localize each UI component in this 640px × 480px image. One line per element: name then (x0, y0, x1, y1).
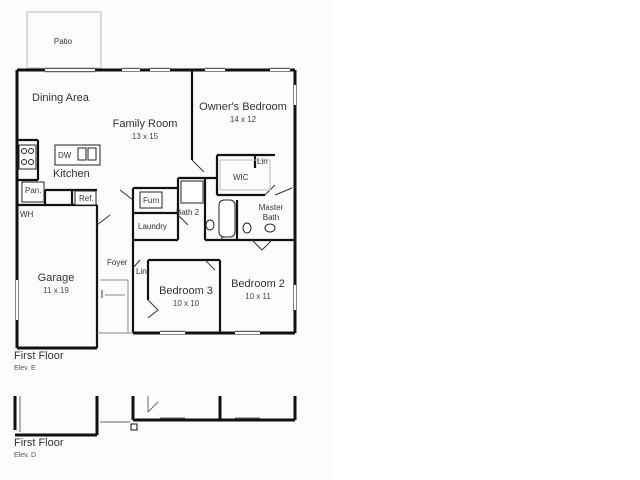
elevation-d-details (19, 396, 260, 432)
label-linen-hall: Lin (136, 267, 147, 276)
label-walk-in-closet: WIC (233, 173, 249, 182)
label-laundry: Laundry (138, 222, 167, 231)
closet-shelf (219, 159, 271, 191)
label-family-room: Family Room (112, 118, 178, 130)
label-refrigerator: Ref. (79, 194, 94, 203)
label-dining-area: Dining Area (32, 92, 89, 104)
dims-bedroom-2: 10 x 11 (245, 292, 271, 301)
window-sills (45, 67, 290, 332)
label-foyer: Foyer (107, 258, 128, 267)
label-bedroom-2: Bedroom 2 (231, 278, 285, 290)
label-linen-owner: Lin (257, 157, 268, 166)
label-master-bath: Master Bath (258, 203, 284, 222)
sink-master (264, 223, 276, 233)
label-bedroom-3: Bedroom 3 (159, 285, 213, 297)
toilet-bath2 (205, 219, 215, 231)
label-water-heater: WH (20, 210, 34, 219)
label-patio: Patio (53, 37, 73, 46)
entry-steps (97, 279, 133, 334)
toilet-master (242, 222, 252, 234)
tub-master (218, 199, 236, 238)
label-dishwasher: DW (58, 151, 72, 160)
label-furnace: Furn (143, 196, 160, 205)
dims-bedroom-3: 10 x 10 (172, 299, 200, 308)
range (18, 144, 37, 170)
bath-fixtures (139, 159, 276, 238)
label-pantry: Pan. (25, 186, 42, 195)
label-kitchen: Kitchen (53, 168, 90, 180)
elevation-d-walls (13, 396, 297, 437)
fridge-box (74, 190, 97, 206)
caption-elevation-d: Elev. D (14, 452, 37, 459)
caption-elevation-e: Elev. E (14, 365, 36, 372)
kitchen-fixtures (18, 144, 101, 206)
windows (16, 69, 296, 334)
label-garage: Garage (37, 272, 75, 284)
furnace-box (139, 191, 163, 209)
dims-family-room: 13 x 15 (131, 132, 159, 141)
interior-walls (17, 70, 295, 348)
caption-first-floor-e: First Floor (14, 350, 64, 362)
patio-slab (26, 11, 102, 69)
dims-garage: 11 x 19 (43, 286, 69, 295)
tub-bath2 (180, 180, 204, 204)
label-owners-bedroom: Owner's Bedroom (199, 101, 287, 113)
caption-first-floor-d: First Floor (14, 437, 64, 449)
dims-owners-bedroom: 14 x 12 (229, 115, 257, 124)
pantry-box (21, 181, 45, 203)
label-bath-2: Bath 2 (176, 208, 200, 217)
